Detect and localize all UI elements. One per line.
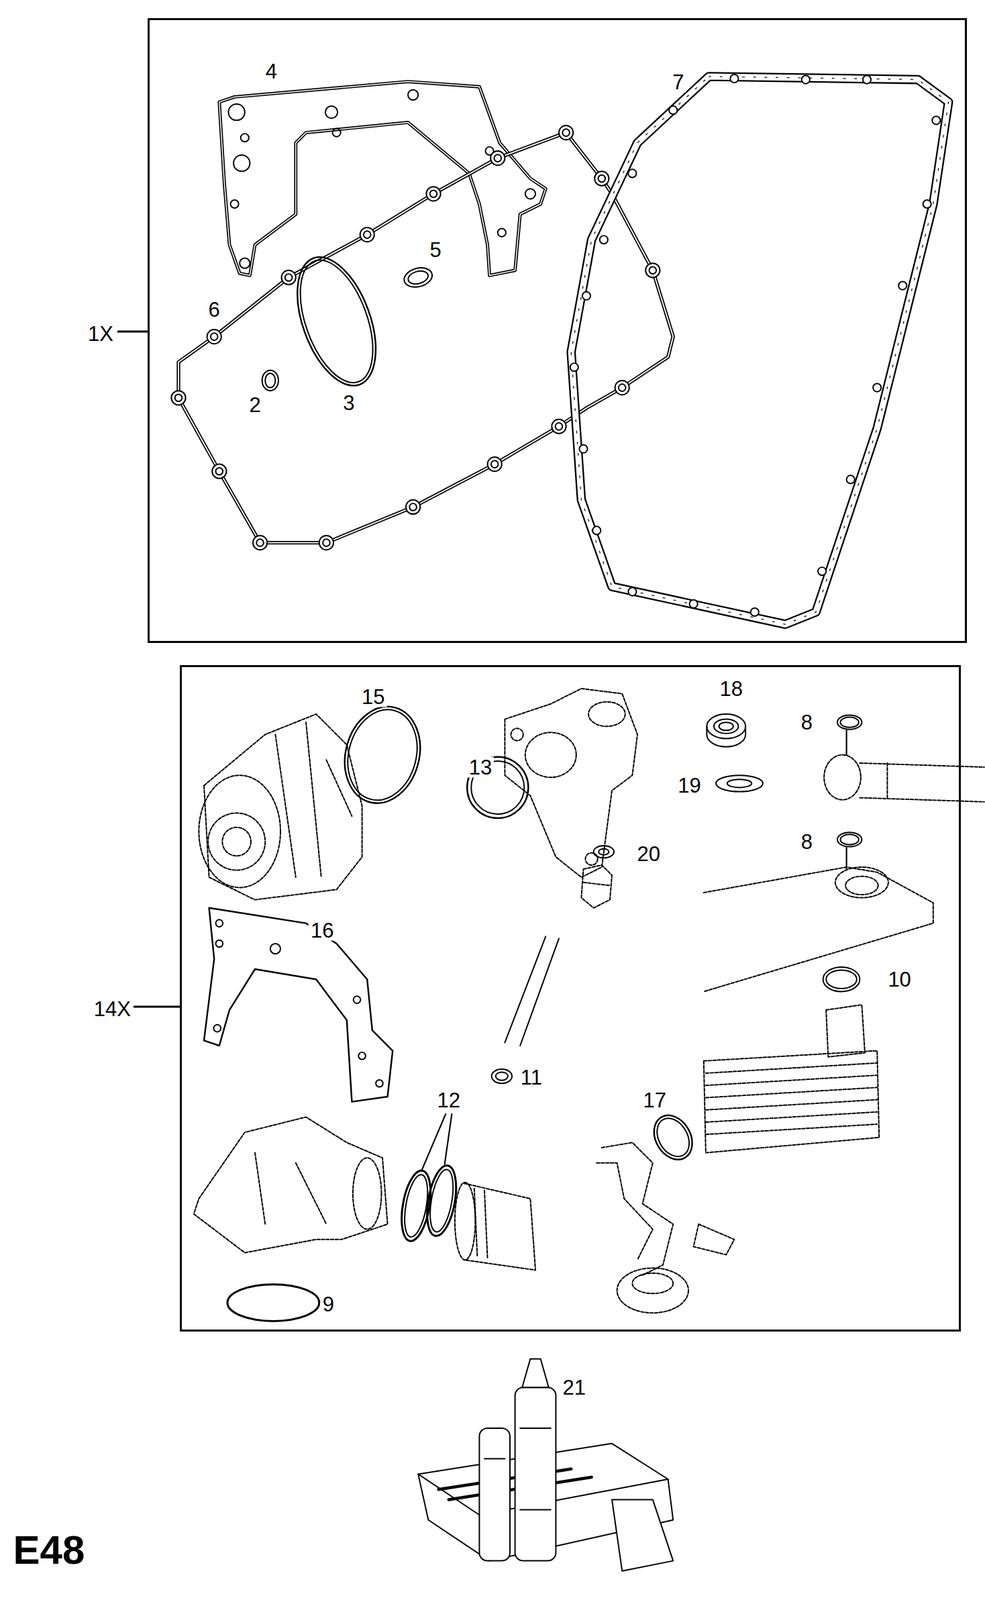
cover-gasket bbox=[171, 125, 673, 550]
callout-number: 20 bbox=[634, 843, 662, 865]
callout-number: 3 bbox=[340, 392, 357, 414]
coolant-elbow bbox=[193, 1116, 388, 1253]
kit-quantity: 1X bbox=[86, 323, 115, 345]
pump-o-ring bbox=[334, 697, 431, 812]
callout-number: 21 bbox=[560, 1376, 588, 1398]
callout-number: 7 bbox=[670, 71, 686, 92]
kit-quantity: 14X bbox=[92, 998, 133, 1020]
cover-plate bbox=[703, 866, 934, 992]
drain-bolt bbox=[581, 864, 612, 908]
coolant-hose bbox=[454, 1182, 536, 1271]
callout-number: 6 bbox=[206, 298, 223, 320]
callout-number: 17 bbox=[641, 1089, 669, 1110]
sealant-kit bbox=[418, 1358, 673, 1571]
callout-number: 8 bbox=[799, 831, 815, 853]
oil-cooler bbox=[703, 1004, 879, 1153]
leader-line bbox=[118, 330, 148, 333]
callout-number: 15 bbox=[359, 686, 387, 708]
o-rings bbox=[262, 246, 435, 396]
callout-number: 16 bbox=[308, 919, 336, 941]
callout-number: 11 bbox=[518, 1066, 545, 1088]
oil-pickup bbox=[596, 1142, 735, 1313]
page-code: E48 bbox=[13, 1529, 86, 1571]
callout-number: 13 bbox=[467, 756, 494, 778]
callout-number: 2 bbox=[246, 394, 263, 416]
parts-frame: 1X bbox=[147, 18, 967, 643]
leader-line bbox=[134, 1005, 180, 1008]
callout-number: 10 bbox=[885, 968, 913, 990]
callout-number: 18 bbox=[717, 678, 745, 700]
callout-number: 5 bbox=[427, 239, 443, 261]
housing-gasket bbox=[203, 907, 393, 1102]
leader-lines bbox=[422, 730, 847, 1169]
water-pump bbox=[198, 713, 362, 900]
oil-pan-gasket bbox=[570, 74, 949, 625]
parts-frame: 14X bbox=[179, 664, 961, 1332]
callout-number: 19 bbox=[675, 774, 703, 796]
dipstick-tube bbox=[504, 936, 559, 1046]
callout-number: 9 bbox=[320, 1292, 337, 1314]
seals bbox=[227, 713, 862, 1321]
callout-number: 4 bbox=[263, 61, 280, 82]
thermostat-housing bbox=[504, 688, 638, 877]
gasket-plate bbox=[219, 81, 546, 276]
callout-number: 12 bbox=[435, 1089, 463, 1110]
callout-number: 8 bbox=[799, 711, 815, 733]
